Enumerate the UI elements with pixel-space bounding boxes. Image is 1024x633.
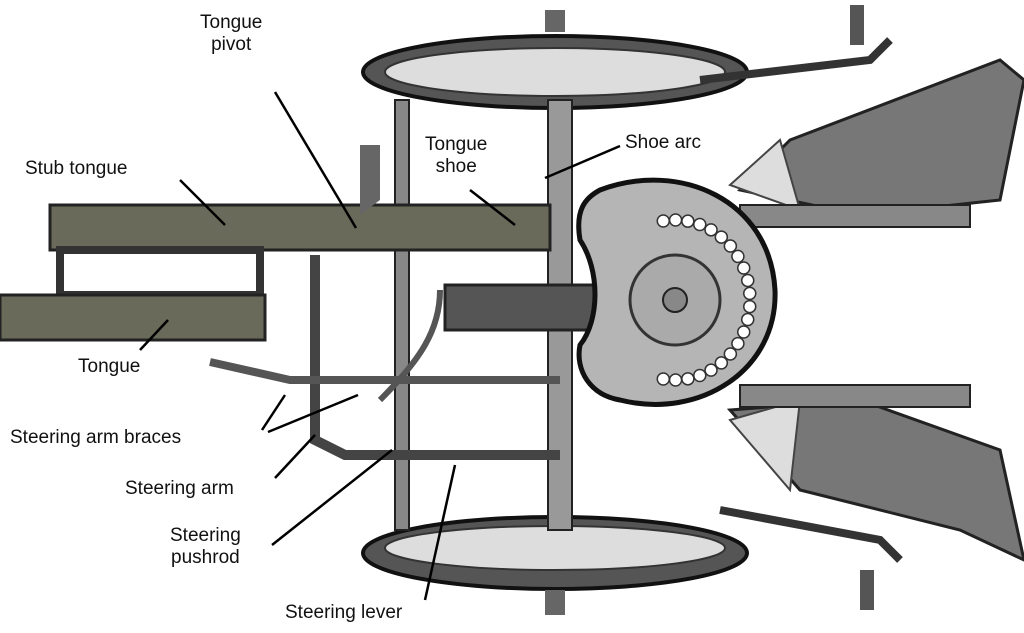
label-steering-lever: Steering lever bbox=[285, 602, 403, 623]
seat-hole bbox=[704, 223, 718, 237]
seat-hole bbox=[656, 214, 671, 228]
label-stub-tongue: Stub tongue bbox=[25, 158, 128, 179]
seat-hole bbox=[704, 363, 718, 377]
seat-hole bbox=[723, 347, 738, 361]
label-shoe-arc: Shoe arc bbox=[625, 132, 702, 153]
leader-lines bbox=[139, 91, 621, 601]
seat-hole bbox=[656, 372, 671, 386]
seat-hole bbox=[736, 325, 751, 339]
seat-hole bbox=[742, 299, 757, 314]
seat-hole bbox=[742, 286, 757, 301]
seat-hole bbox=[731, 249, 745, 264]
seat-hole bbox=[714, 230, 729, 244]
tongue-beam bbox=[0, 293, 267, 342]
seat-hole bbox=[723, 239, 738, 253]
seat-hole bbox=[693, 217, 707, 232]
seat-hole bbox=[731, 336, 745, 351]
seat-hole bbox=[736, 261, 751, 275]
seat-hole bbox=[693, 368, 707, 383]
stub-tongue-beam bbox=[48, 203, 552, 252]
label-tongue: Tongue bbox=[78, 356, 141, 377]
label-steering-arm-braces: Steering arm braces bbox=[10, 427, 182, 448]
seat-hole bbox=[681, 214, 695, 228]
seat-hole bbox=[668, 213, 683, 227]
seat-hole bbox=[714, 356, 729, 370]
seat-hole bbox=[740, 273, 755, 288]
seat-hole bbox=[681, 372, 695, 386]
seat-hole bbox=[668, 373, 683, 387]
steering-arm bbox=[310, 255, 560, 460]
label-steering-arm: Steering arm bbox=[125, 478, 234, 499]
seat-hole bbox=[740, 312, 755, 327]
